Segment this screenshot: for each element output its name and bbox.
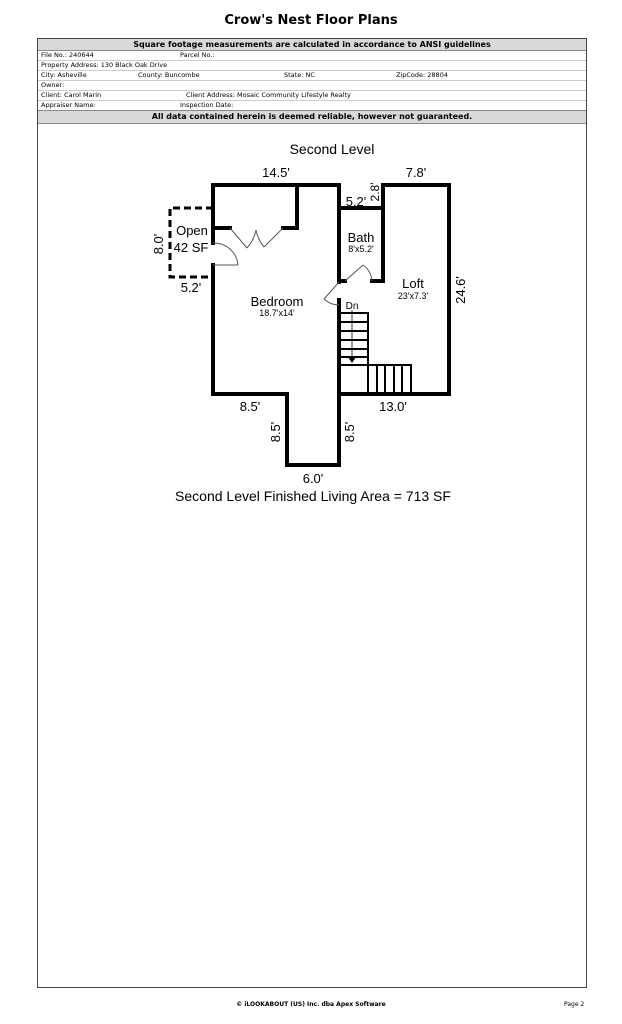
info-row: Client: Carol Marin Client Address: Mosai… [38,91,586,101]
walls [211,183,451,467]
property-address: Property Address: 130 Black Oak Drive [41,61,168,69]
client: Client: Carol Marin [41,91,102,99]
stairs [338,310,412,395]
info-row: Appraiser Name: Inspection Date: [38,101,586,110]
county: County: Buncombe [138,71,200,79]
dim-label: 8.0' [151,234,166,255]
room-label: Open [176,223,208,238]
disclaimer: All data contained herein is deemed reli… [38,110,586,124]
file-no: File No.: 240644 [41,51,94,59]
doors [212,227,373,306]
info-row: File No.: 240644 Parcel No.: [38,51,586,61]
dim-label: 14.5' [262,165,290,180]
stairs-label: Dn [346,301,359,312]
parcel-no: Parcel No.: [180,51,215,59]
room-area: 42 SF [174,240,209,255]
report-frame: Square footage measurements are calculat… [37,38,587,988]
page-title: Crow's Nest Floor Plans [224,13,398,28]
header-notice: Square footage measurements are calculat… [38,39,586,51]
room-size: 23'x7.3' [398,291,429,301]
info-row: Property Address: 130 Black Oak Drive [38,61,586,71]
room-label: Bedroom [251,294,304,309]
stairs-arrow-icon [348,357,356,363]
zip: ZipCode: 28804 [396,71,448,79]
dim-label: 5.2' [181,280,202,295]
inspection-date: Inspection Date: [180,101,234,109]
dim-label: 24.6' [453,276,468,304]
dim-label: 8.5' [268,422,283,443]
page-number: Page 2 [564,1001,585,1008]
city: City: Asheville [41,71,87,79]
dim-label: 8.5' [240,399,261,414]
dim-label: 5.2' [346,194,367,209]
dim-label: 13.0' [379,399,407,414]
open-area-outline [168,206,213,279]
dim-label: 2.8' [368,183,382,202]
level-title: Second Level [290,141,375,157]
room-size: 8'x5.2' [348,244,374,254]
owner: Owner: [41,81,65,89]
dim-label: 8.5' [342,422,357,443]
appraiser: Appraiser Name: [41,101,96,109]
room-size: 18.7'x14' [259,308,295,318]
client-address: Client Address: Mosaic Community Lifesty… [186,91,351,99]
area-summary: Second Level Finished Living Area = 713 … [175,488,451,504]
state: State: NC [284,71,315,79]
info-row: City: Asheville County: Buncombe State: NC… [38,71,586,81]
dim-label: 7.8' [406,165,427,180]
footer-copyright: © iLOOKABOUT (US) Inc. dba Apex Software [236,1001,386,1008]
room-label: Loft [402,276,424,291]
dim-label: 6.0' [303,471,324,486]
room-label: Bath [348,230,375,245]
info-row: Owner: [38,81,586,91]
